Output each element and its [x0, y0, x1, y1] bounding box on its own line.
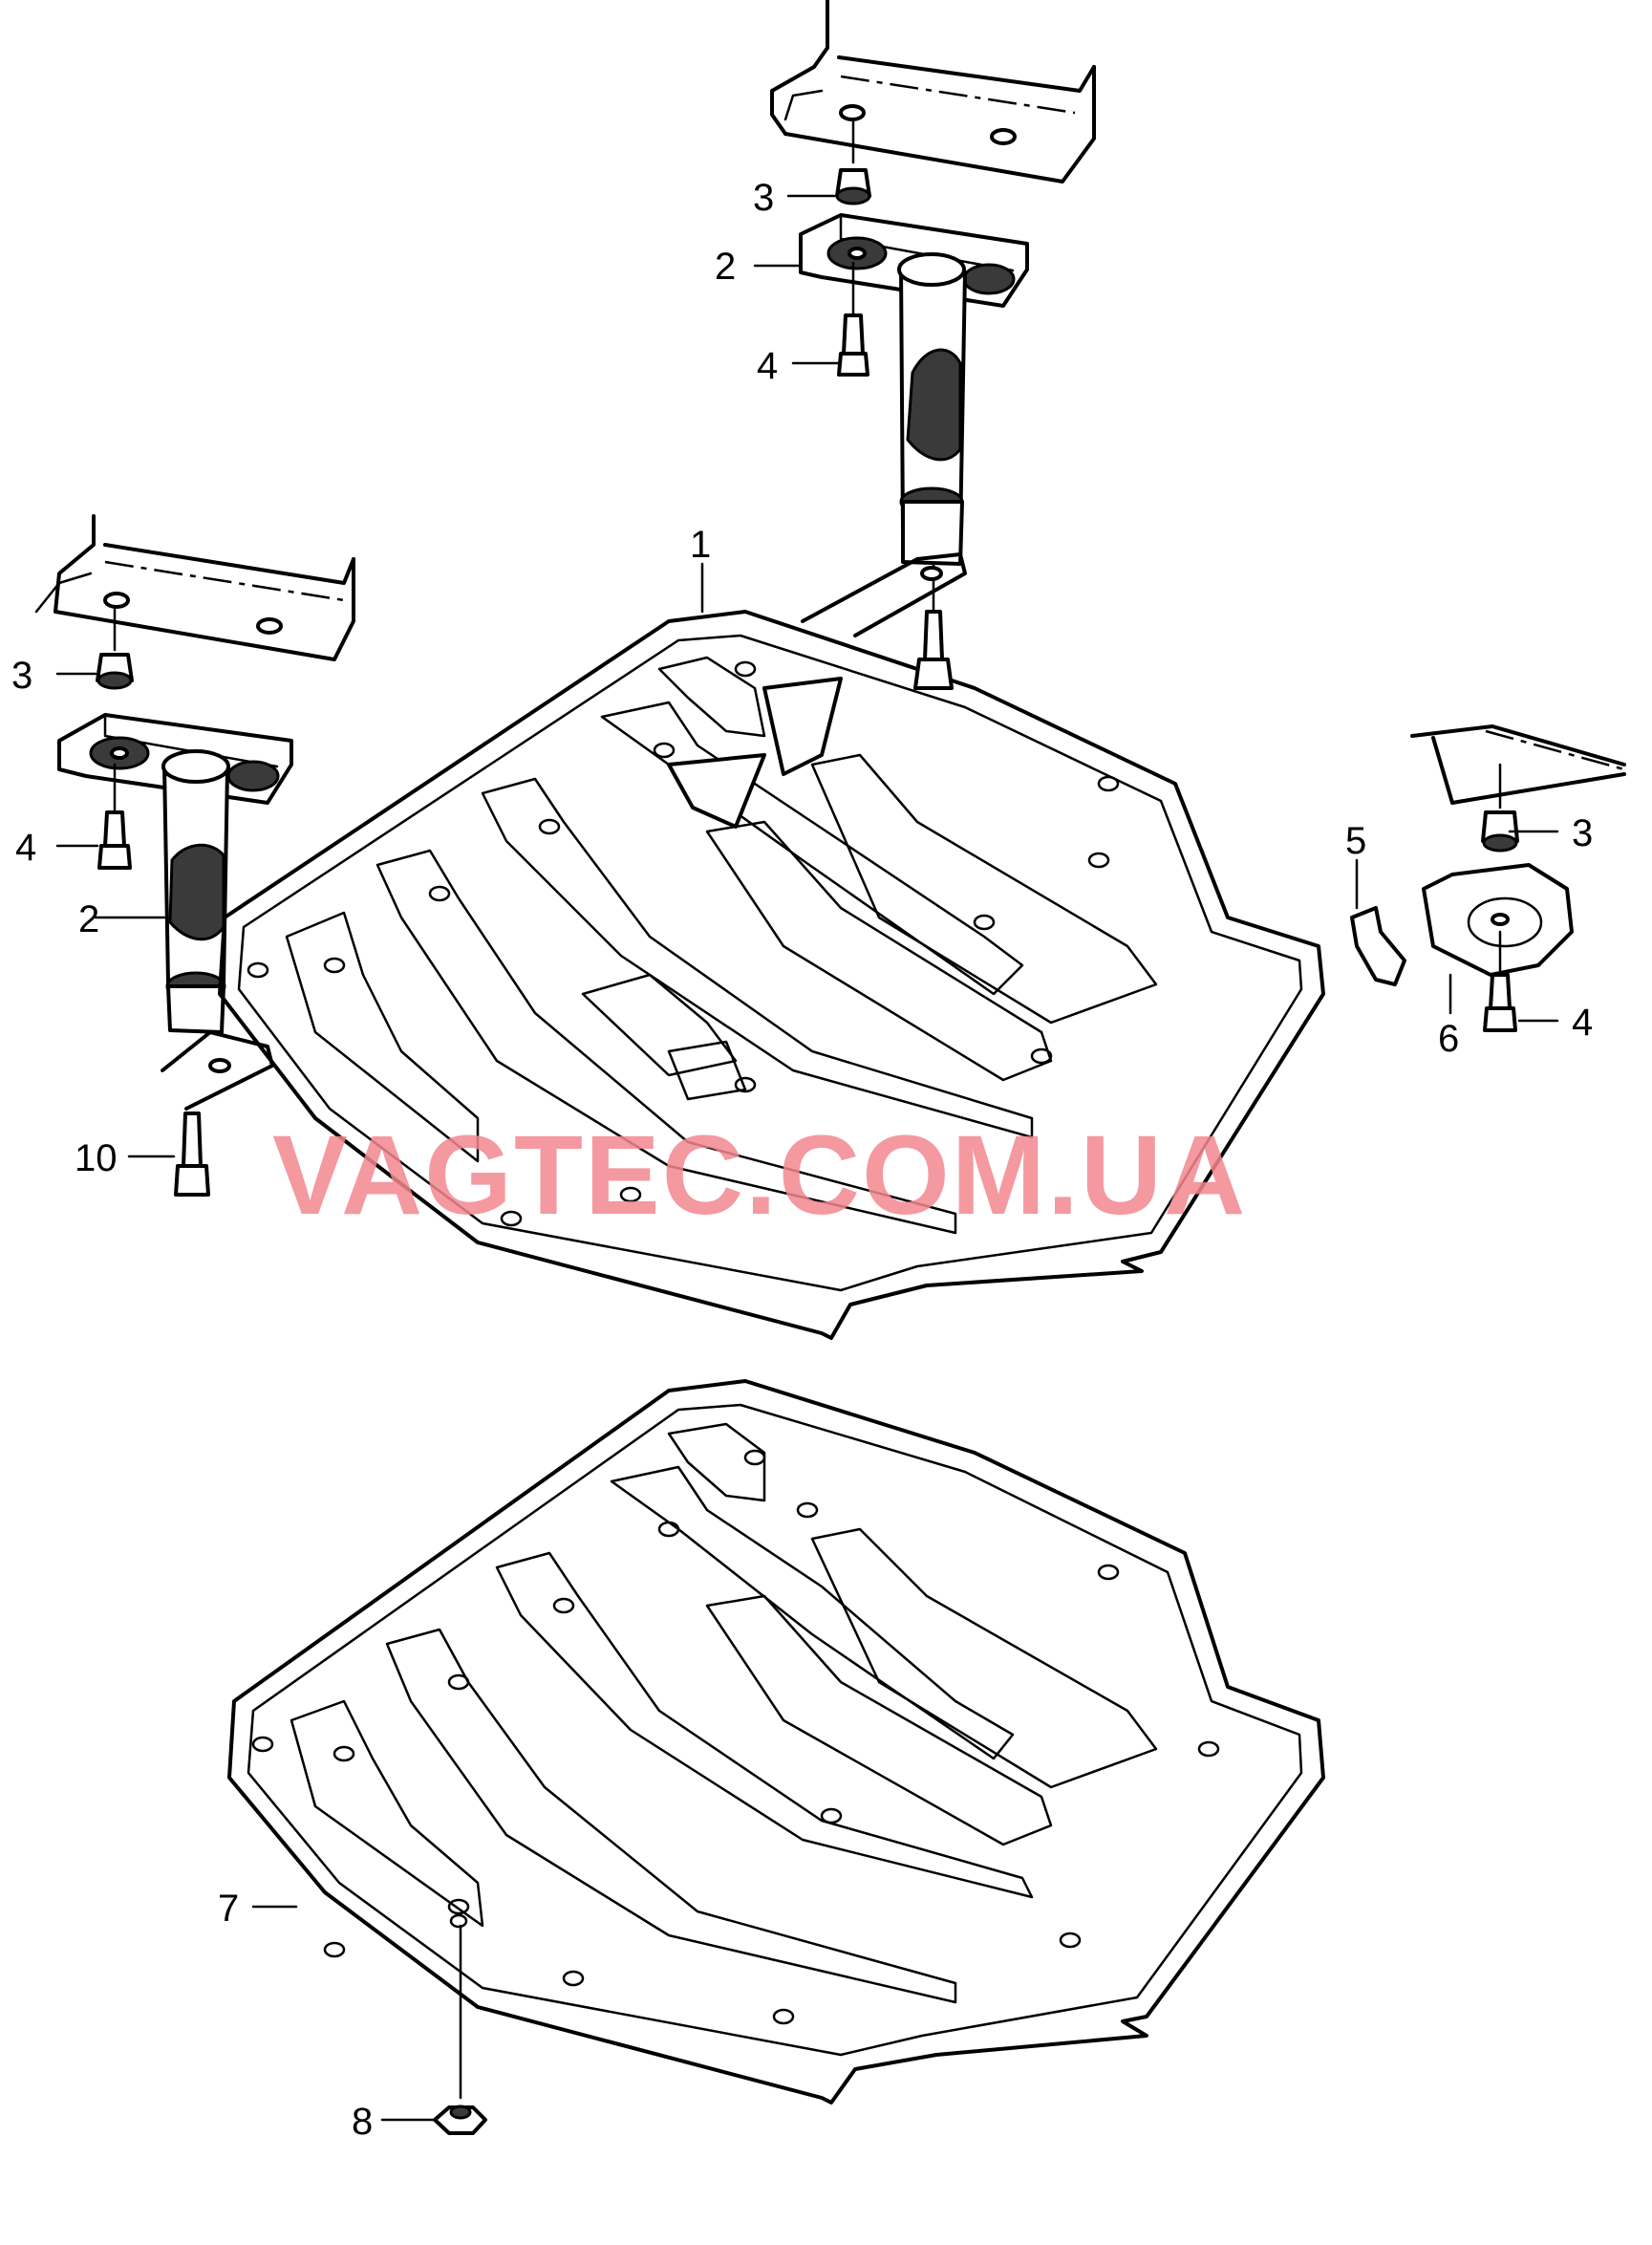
callout-4-right: 4 [1572, 1002, 1593, 1044]
callout-2-top: 2 [715, 246, 736, 288]
leader-lines [55, 194, 1559, 2122]
callout-2-left: 2 [78, 898, 99, 940]
callout-5: 5 [1345, 820, 1366, 862]
mount-assembly-left [57, 605, 293, 1034]
callout-6: 6 [1438, 1018, 1459, 1060]
watermark-text: VAGTEC.COM.UA [272, 1112, 1247, 1239]
callout-8: 8 [352, 2101, 373, 2143]
skid-plate-lower [227, 1379, 1325, 2135]
mount-assembly-right [1350, 763, 1574, 1032]
callout-3-top: 3 [753, 177, 774, 219]
body-mount-bracket-left [34, 514, 355, 661]
skid-plate-upper [161, 552, 1325, 1340]
body-mount-bracket-top [770, 0, 1096, 183]
callout-4-top: 4 [757, 345, 778, 387]
mount-assembly-top [799, 118, 1029, 614]
callout-3-left: 3 [11, 655, 32, 697]
callout-7: 7 [218, 1888, 239, 1930]
callout-4-left: 4 [15, 827, 36, 869]
callout-10: 10 [75, 1137, 118, 1179]
body-mount-bracket-right [1410, 724, 1626, 805]
callout-3-right: 3 [1572, 812, 1593, 854]
callout-1: 1 [690, 524, 711, 566]
callout-labels: 1 2 2 3 3 3 4 4 4 5 6 7 8 10 [11, 177, 1593, 2143]
